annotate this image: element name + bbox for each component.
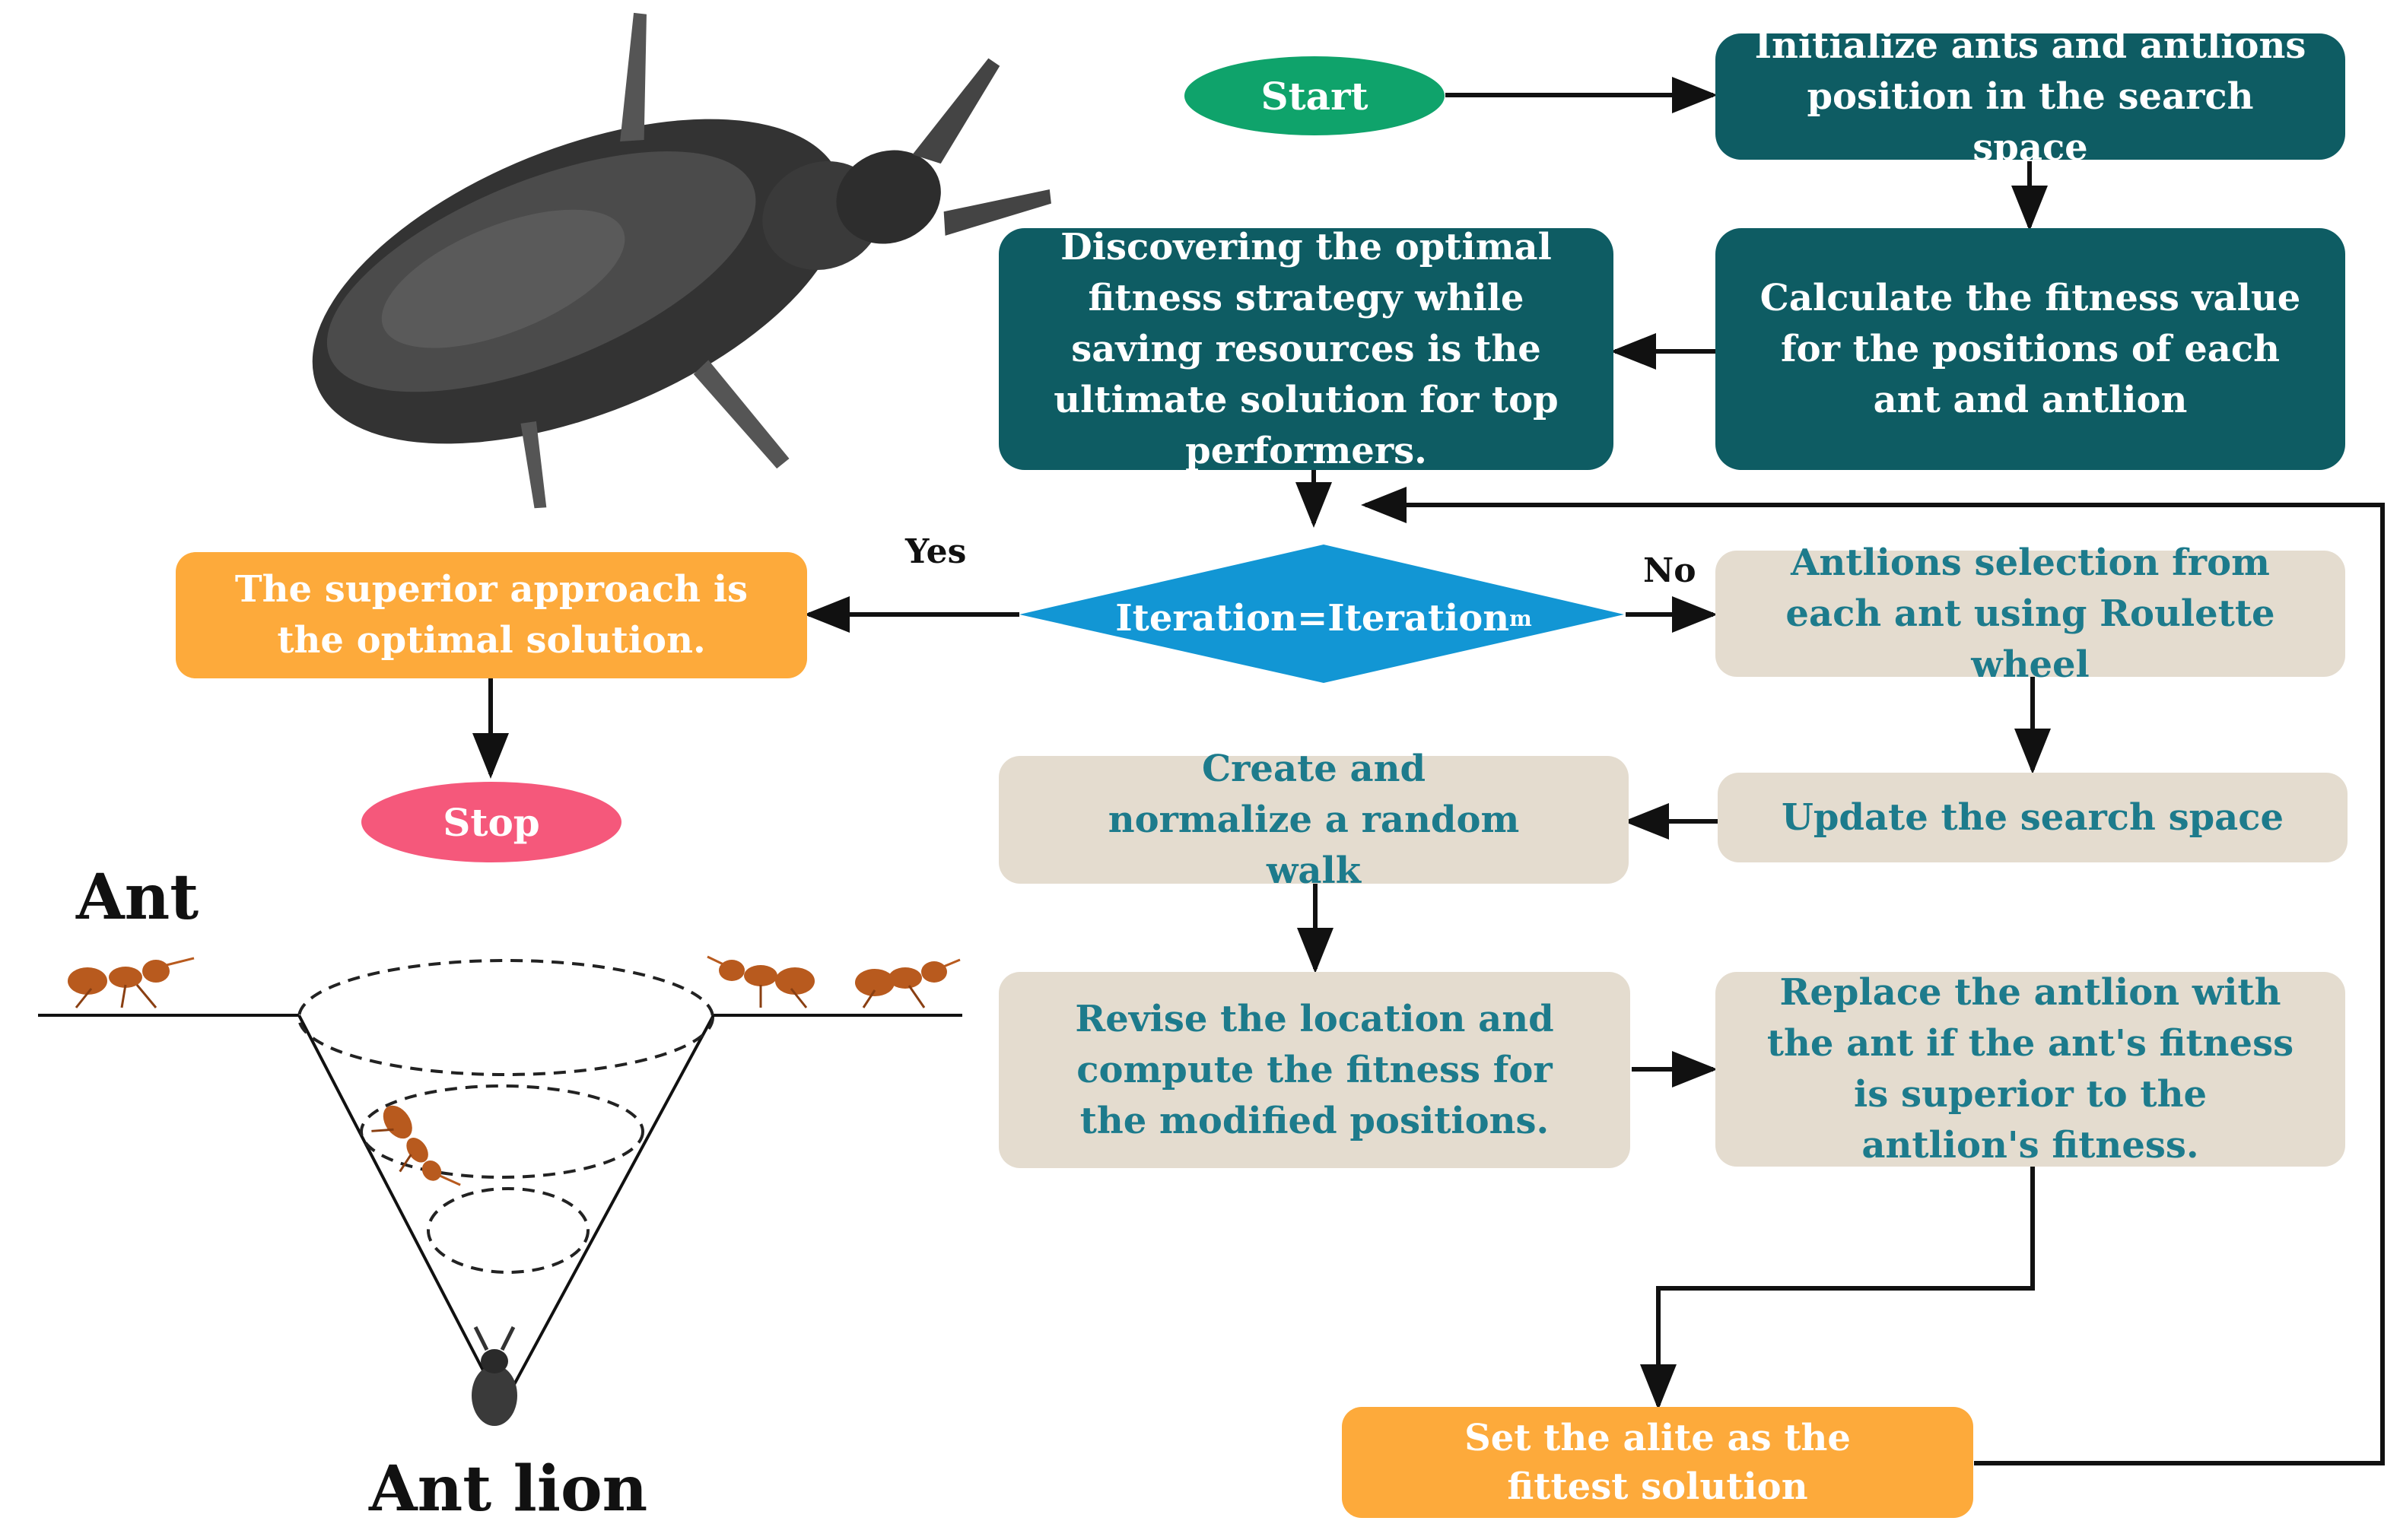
calc-node: Calculate the fitness value for the posi… (1715, 228, 2345, 470)
ant-right-image-2 (855, 958, 961, 1008)
ant-in-pit-image (371, 1105, 461, 1186)
init-node: Initialize ants and antlions position in… (1715, 24, 2345, 169)
superior-node: The superior approach is the optimal sol… (176, 552, 807, 678)
walk-label: Create and normalize a random walk (1108, 747, 1520, 892)
calc-label: Calculate the fitness value for the posi… (1759, 276, 2301, 421)
init-label: Initialize ants and antlions position in… (1754, 24, 2306, 169)
start-label: Start (1260, 73, 1368, 119)
roulette-label: Antlions selection from each ant using R… (1785, 541, 2275, 686)
antlion-illustration (38, 12, 1051, 1426)
decision-diamond (1019, 545, 1624, 683)
stop-label: Stop (443, 799, 540, 845)
yes-label: Yes (905, 532, 967, 571)
ant-left-image (68, 957, 195, 1008)
discover-label: Discovering the optimal fitness strategy… (1054, 225, 1559, 472)
superior-label: The superior approach is the optimal sol… (234, 568, 749, 662)
ant-right-image-1 (707, 955, 815, 1008)
ant-label: Ant (76, 861, 199, 934)
antlion-larva-image (312, 12, 1051, 509)
walk-node: Create and normalize a random walk (999, 748, 1629, 892)
antlion-small-image (472, 1326, 517, 1426)
elite-node: Set the alite as the fittest solution (1342, 1407, 1973, 1518)
revise-node: Revise the location and compute the fitn… (999, 972, 1630, 1168)
start-node: Start (1184, 56, 1445, 135)
edge-elite-loop-back (1361, 487, 2385, 1465)
antlion-label: Ant lion (369, 1453, 648, 1526)
decision-subscript: m (1509, 605, 1532, 631)
no-label: No (1643, 551, 1696, 590)
update-node: Update the search space (1718, 773, 2348, 862)
discover-node: Discovering the optimal fitness strategy… (999, 226, 1613, 472)
replace-node: Replace the antlion with the ant if the … (1715, 971, 2345, 1167)
decision-main-text: Iteration=Iteration (1115, 597, 1510, 640)
elite-label: Set the alite as the fittest solution (1464, 1417, 1851, 1508)
stop-node: Stop (361, 782, 621, 862)
roulette-node: Antlions selection from each ant using R… (1715, 541, 2345, 686)
update-label: Update the search space (1781, 795, 2284, 839)
edge-replace-to-elite (1640, 1167, 2035, 1410)
revise-label: Revise the location and compute the fitn… (1075, 997, 1554, 1142)
replace-label: Replace the antlion with the ant if the … (1766, 971, 2294, 1167)
